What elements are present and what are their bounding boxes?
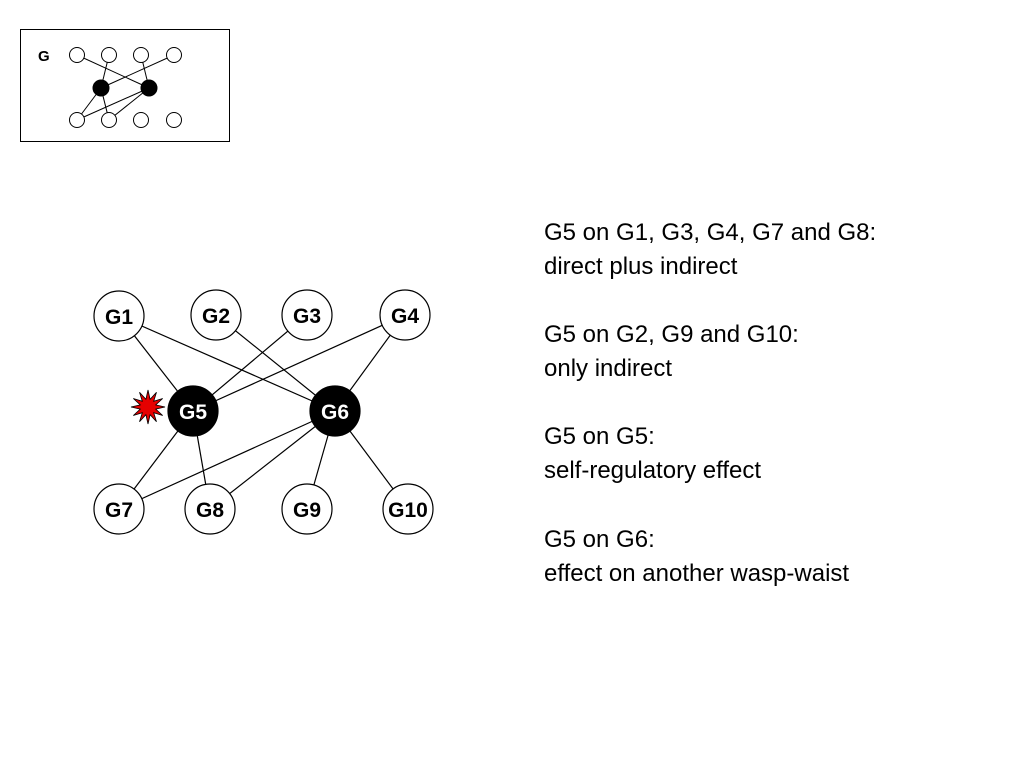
node-g9: G9 (281, 483, 333, 535)
thumbnail-label: G (38, 48, 50, 65)
thumbnail-edge (76, 54, 150, 89)
node-label: G8 (196, 499, 224, 522)
note-heading: G5 on G1, G3, G4, G7 and G8: (544, 219, 876, 246)
node-g8: G8 (184, 483, 236, 535)
thumbnail-frame (20, 29, 230, 142)
node-label: G4 (391, 305, 419, 328)
node-circle (184, 483, 236, 535)
note-heading: G5 on G6: (544, 526, 655, 553)
node-label: G2 (202, 305, 230, 328)
thumbnail-edge (76, 87, 150, 121)
thumbnail-node (133, 47, 149, 63)
note-body: only indirect (544, 355, 672, 382)
node-circle (167, 385, 219, 437)
note-heading: G5 on G2, G9 and G10: (544, 321, 799, 348)
thumbnail-hub-node (92, 79, 110, 97)
perturbation-burst-icon (130, 389, 166, 425)
thumbnail-hub-node (140, 79, 158, 97)
network-edges (118, 314, 409, 510)
node-g2: G2 (190, 289, 242, 341)
node-circle (93, 290, 145, 342)
edge-g6-g7 (118, 410, 336, 510)
node-g5: G5 (167, 385, 219, 437)
node-g7: G7 (93, 483, 145, 535)
note-body: direct plus indirect (544, 253, 738, 280)
thumbnail-node (166, 47, 182, 63)
thumbnail-node (166, 112, 182, 128)
node-label: G3 (293, 305, 321, 328)
node-label: G10 (388, 499, 428, 522)
node-label: G9 (293, 499, 321, 522)
node-circle (379, 289, 431, 341)
thumbnail-node (69, 47, 85, 63)
node-circle (281, 289, 333, 341)
node-label: G7 (105, 499, 133, 522)
node-g4: G4 (379, 289, 431, 341)
thumbnail-nodes (69, 47, 182, 128)
thumbnail-node (133, 112, 149, 128)
thumbnail-edge (100, 54, 175, 89)
node-label: G1 (105, 306, 133, 329)
node-circle (281, 483, 333, 535)
note-heading: G5 on G5: (544, 423, 655, 450)
node-circle (93, 483, 145, 535)
thumbnail-edge (108, 87, 150, 121)
node-g6: G6 (309, 385, 361, 437)
edge-g1-g6 (118, 315, 336, 412)
edge-g4-g5 (192, 314, 406, 412)
note-body: effect on another wasp-waist (544, 560, 849, 587)
node-label: G6 (321, 401, 349, 424)
thumbnail-node (69, 112, 85, 128)
node-g1: G1 (93, 290, 145, 342)
thumbnail-node (101, 112, 117, 128)
node-circle (309, 385, 361, 437)
effect-notes: G5 on G1, G3, G4, G7 and G8: direct plus… (544, 219, 876, 587)
edge-g6-g8 (209, 410, 336, 510)
thumbnail-overview: G (20, 29, 230, 142)
node-circle (190, 289, 242, 341)
node-circle (382, 483, 434, 535)
thumbnail-node (101, 47, 117, 63)
note-body: self-regulatory effect (544, 457, 761, 484)
node-g3: G3 (281, 289, 333, 341)
node-g10: G10 (382, 483, 434, 535)
node-label: G5 (179, 401, 207, 424)
